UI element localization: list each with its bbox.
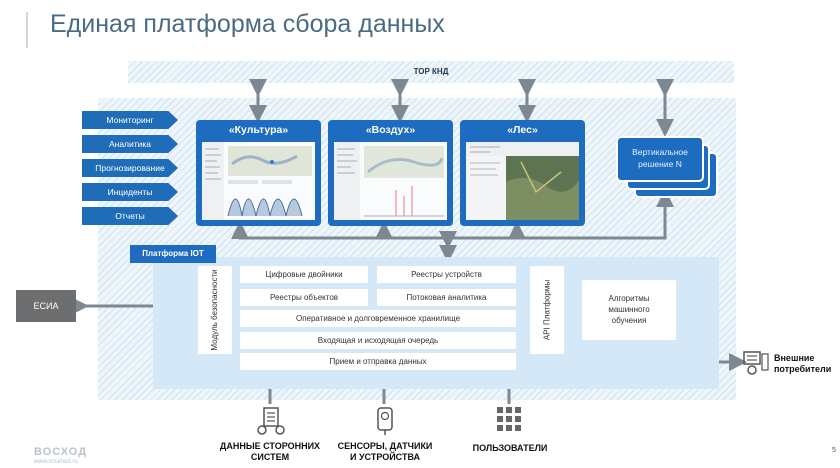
system-air-screenshot [334, 142, 447, 220]
ml-algorithms-line1: Алгоритмы [608, 294, 650, 303]
source-sensors-line2: И УСТРОЙСТВА [349, 452, 421, 462]
system-air-title: «Воздух» [365, 124, 416, 136]
api-platforms-box: API Платформы [530, 266, 564, 354]
menu-reports: Отчеты [82, 207, 178, 225]
vertical-solution-n: Вертикальное решение N [616, 136, 704, 182]
page-title: Единая платформа сбора данных [50, 10, 445, 38]
vertical-solution-line1: Вертикальное [632, 147, 688, 157]
source-third-party-line1: ДАННЫЕ СТОРОННИХ [219, 441, 321, 451]
stream-analytics-box: Потоковая аналитика [377, 289, 516, 306]
security-module-label: Модуль безопасности [210, 269, 219, 351]
page-number: 5 [832, 447, 836, 454]
external-consumers-line2: потребители [774, 364, 832, 374]
digital-twins-box: Цифровые двойники [240, 266, 368, 283]
system-culture-screenshot [202, 142, 315, 220]
storage-box: Оперативное и долговременное хранилище [240, 310, 516, 327]
esia-box: ЕСИА [16, 290, 76, 322]
system-culture-title: «Культура» [228, 124, 289, 136]
external-consumers-icon [743, 351, 769, 375]
external-consumers-line1: Внешние [774, 353, 815, 363]
receive-send-box: Прием и отправка данных [240, 353, 516, 370]
esia-label: ЕСИА [33, 301, 59, 311]
ml-algorithms-line3: обучения [611, 316, 647, 325]
vertical-solution-line2: решение N [638, 159, 682, 169]
iot-platform-label: Платформа IOT [130, 245, 216, 263]
queue-box: Входящая и исходящая очередь [240, 332, 516, 349]
voskhod-logo: ВОСХОД [34, 446, 88, 458]
source-third-party-line2: СИСТЕМ [250, 452, 290, 462]
menu-incidents: Инциденты [82, 183, 178, 201]
system-forest-screenshot [466, 142, 579, 220]
security-module-box: Модуль безопасности [198, 266, 232, 354]
system-forest: «Лес» [460, 120, 585, 226]
menu-analytics: Аналитика [82, 135, 178, 153]
forest-satellite-image [466, 142, 579, 220]
source-users-line1: ПОЛЬЗОВАТЕЛИ [472, 443, 548, 453]
ml-algorithms-line2: машинного [608, 305, 650, 314]
api-platforms-label: API Платформы [542, 279, 552, 341]
sensor-device-icon [377, 407, 393, 435]
footer-site: www.voskhod.ru [34, 459, 78, 465]
menu-forecasting: Прогнозирование [82, 159, 178, 177]
menu-monitoring: Мониторинг [82, 111, 178, 129]
tor-knd-band: ТОР КНД [128, 61, 734, 83]
system-forest-title: «Лес» [507, 124, 538, 136]
title-accent-bar [26, 12, 28, 48]
third-party-systems-icon [257, 407, 285, 435]
source-sensors-line1: СЕНСОРЫ, ДАТЧИКИ [337, 441, 433, 451]
users-grid-icon [497, 407, 521, 431]
device-registry-box: Реестры устройств [377, 266, 516, 283]
ml-algorithms-box: Алгоритмы машинного обучения [582, 280, 676, 340]
system-air: «Воздух» [328, 120, 453, 226]
culture-dashboard-image [202, 142, 312, 220]
object-registry-box: Реестры объектов [240, 289, 368, 306]
tor-knd-label: ТОР КНД [413, 67, 449, 76]
system-culture: «Культура» [196, 120, 321, 226]
air-dashboard-image [334, 142, 444, 220]
